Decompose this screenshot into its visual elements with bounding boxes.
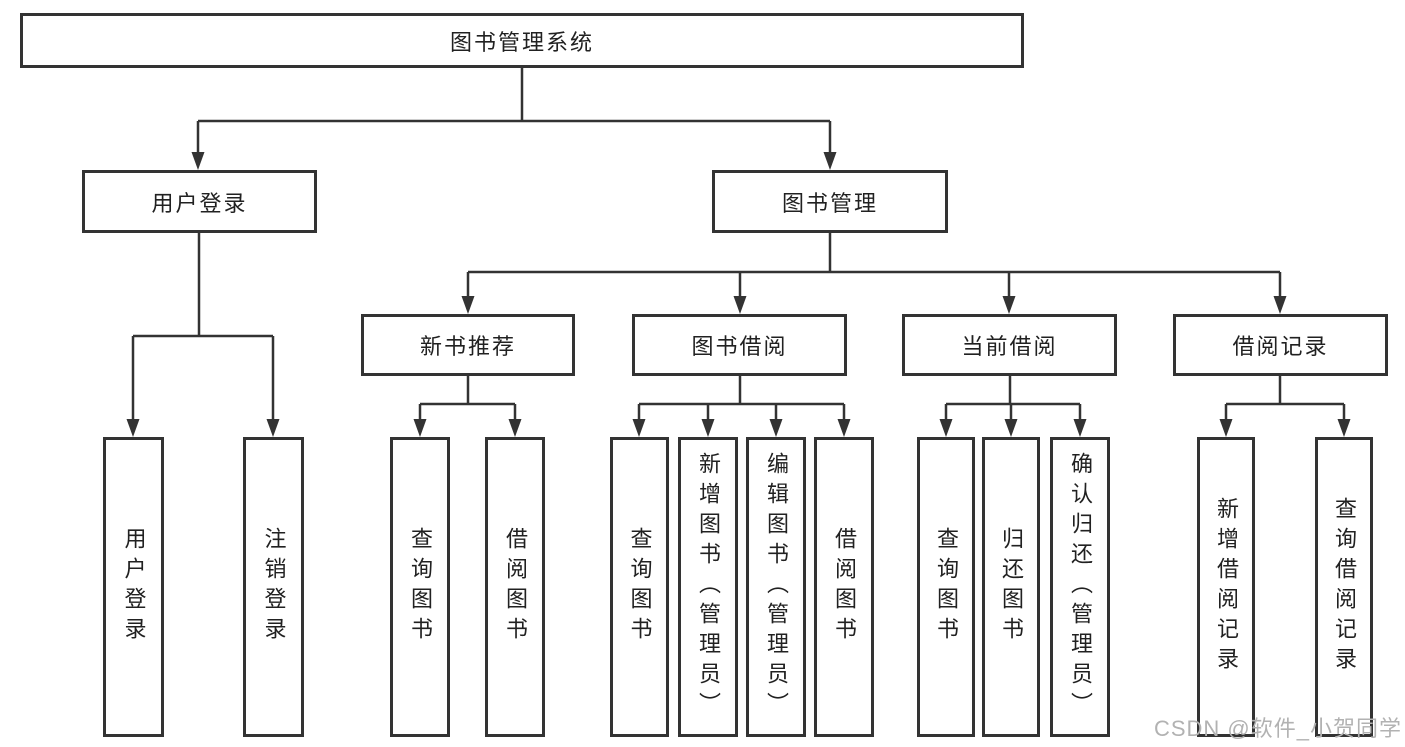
leaf-edit-book-admin: 编辑图书（管理员） [746, 437, 806, 737]
node-borrowing-records: 借阅记录 [1173, 314, 1388, 376]
node-current-borrowing: 当前借阅 [902, 314, 1117, 376]
leaf-add-borrow-record: 新增借阅记录 [1197, 437, 1255, 737]
leaf-return-book: 归还图书 [982, 437, 1040, 737]
leaf-user-login: 用户登录 [103, 437, 164, 737]
node-user-login: 用户登录 [82, 170, 317, 233]
node-library-management-system: 图书管理系统 [20, 13, 1024, 68]
leaf-borrow-books: 借阅图书 [485, 437, 545, 737]
leaf-query-borrow-record: 查询借阅记录 [1315, 437, 1373, 737]
node-book-borrowing: 图书借阅 [632, 314, 847, 376]
leaf-confirm-return-admin: 确认归还（管理员） [1050, 437, 1110, 737]
leaf-query-books: 查询图书 [917, 437, 975, 737]
leaf-logout: 注销登录 [243, 437, 304, 737]
watermark: CSDN @软件_小贺同学 [1153, 716, 1402, 741]
arrowheads [126, 152, 1351, 437]
leaf-borrow-books: 借阅图书 [814, 437, 874, 737]
node-new-book-recommendation: 新书推荐 [361, 314, 575, 376]
leaf-add-book-admin: 新增图书（管理员） [678, 437, 738, 737]
node-book-management: 图书管理 [712, 170, 948, 233]
leaf-query-books: 查询图书 [390, 437, 450, 737]
leaf-query-books: 查询图书 [610, 437, 669, 737]
